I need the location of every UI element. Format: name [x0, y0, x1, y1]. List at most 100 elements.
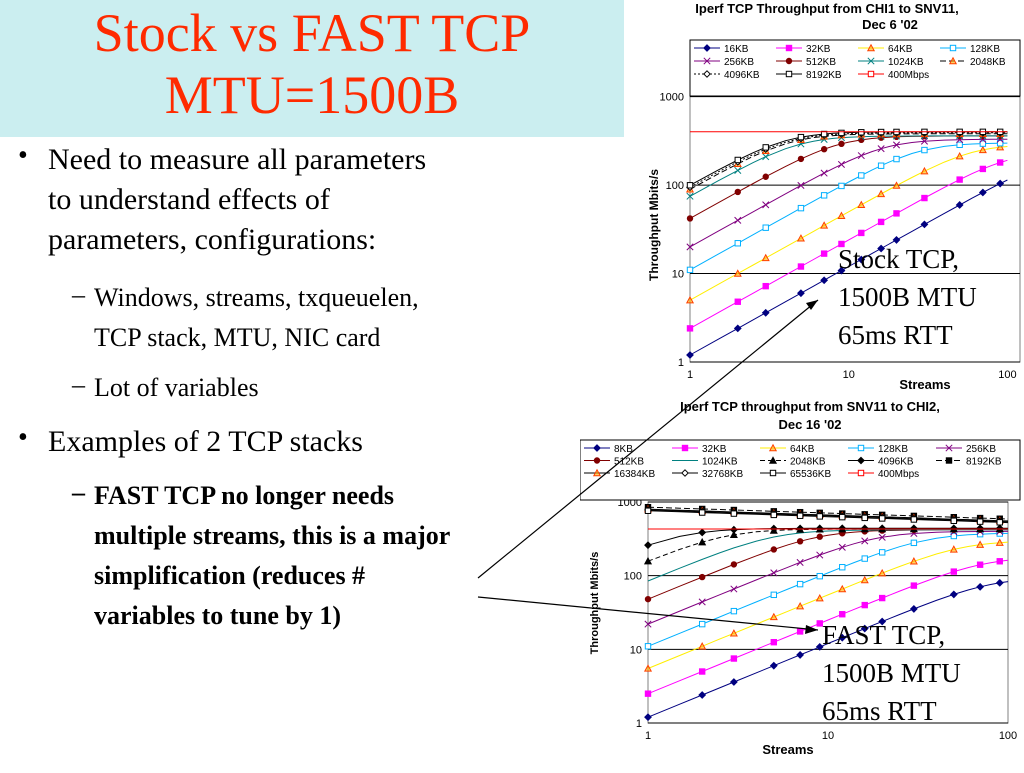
data-point — [837, 160, 846, 168]
annotation-fast-tcp: FAST TCP, 1500B MTU 65ms RTT — [822, 616, 961, 730]
data-point — [686, 325, 694, 332]
data-point — [860, 524, 869, 533]
data-point — [858, 172, 865, 179]
legend-marker — [945, 457, 953, 464]
series-line — [689, 142, 1008, 271]
data-point — [644, 541, 652, 550]
data-point — [644, 713, 652, 722]
series-64kb — [643, 538, 1009, 672]
data-point — [762, 173, 769, 180]
annotation-2-line-2: 1500B MTU — [822, 658, 961, 688]
series-group — [643, 503, 1009, 722]
title-banner — [0, 0, 624, 137]
data-point — [878, 515, 886, 522]
annotation-1-line-1: Stock TCP, — [838, 244, 960, 274]
data-point — [686, 215, 694, 222]
data-point — [686, 266, 694, 274]
data-point — [860, 575, 869, 584]
legend-marker — [857, 456, 865, 465]
data-point — [730, 607, 738, 615]
data-point — [796, 651, 805, 659]
chart-1-xlabel: Streams — [899, 377, 950, 392]
data-point — [816, 572, 823, 580]
legend-marker — [866, 43, 876, 52]
data-point — [838, 584, 847, 593]
data-point — [976, 561, 984, 568]
legend-label: 32KB — [806, 44, 831, 55]
legend-marker — [867, 70, 875, 78]
data-point — [920, 137, 928, 145]
data-point — [770, 638, 778, 646]
series-line — [689, 146, 1008, 301]
legend-marker — [768, 456, 778, 464]
data-point — [910, 516, 918, 523]
legend-label: 512KB — [806, 57, 836, 68]
arrowhead-icon — [805, 625, 818, 634]
bullet-2-line: Examples of 2 TCP stacks — [48, 425, 363, 458]
legend-box — [689, 39, 1021, 97]
series-32kb — [686, 159, 1008, 332]
data-point — [838, 524, 847, 533]
data-point — [733, 324, 742, 333]
data-point — [893, 155, 900, 163]
sub-2-line: Lot of variables — [94, 373, 259, 402]
data-point — [878, 594, 886, 602]
chart-stock-tcp: Iperf TCP Throughput from CHI1 to SNV11,… — [630, 0, 1024, 398]
y-tick-label: 1 — [636, 718, 642, 730]
legend-marker — [593, 444, 601, 452]
legend-marker — [769, 469, 777, 477]
series-line — [647, 529, 1008, 582]
sub-1-line-2: TCP stack, MTU, NIC card — [94, 323, 381, 352]
data-point — [796, 601, 805, 610]
dash-icon: – — [72, 370, 85, 399]
arrowhead-icon — [806, 300, 818, 310]
series-1024kb — [647, 529, 1008, 582]
data-point — [734, 298, 741, 305]
sub-3-line-4: variables to tune by 1) — [94, 601, 341, 630]
chart-2-title-line-2: Dec 16 '02 — [778, 417, 841, 432]
legend-label: 128KB — [878, 444, 908, 455]
legend-marker — [948, 56, 958, 65]
data-point — [996, 140, 1004, 147]
data-point — [838, 129, 845, 137]
sub-1-line-1: Windows, streams, txqueuelen, — [94, 283, 419, 312]
series-line — [689, 138, 1008, 248]
data-point — [796, 538, 804, 545]
y-tick-label: 1000 — [660, 92, 684, 104]
y-tick-label: 100 — [624, 571, 642, 583]
data-point — [995, 578, 1004, 587]
slide-title: Stock vs FAST TCP MTU=1500B — [0, 2, 624, 126]
data-point — [909, 557, 918, 565]
series-256kb — [686, 135, 1008, 251]
legend-label: 400Mbps — [888, 70, 929, 81]
legend-label: 4096KB — [724, 70, 760, 81]
data-point — [730, 561, 738, 568]
legend-marker — [593, 457, 601, 464]
bullet-1-line-1: Need to measure all parameters — [48, 143, 427, 176]
data-point — [956, 141, 963, 149]
data-point — [839, 564, 846, 571]
series-64kb — [685, 142, 1008, 304]
data-point — [770, 546, 778, 553]
data-point — [995, 538, 1004, 546]
data-point — [796, 524, 805, 533]
data-point — [877, 189, 886, 198]
series-128kb — [686, 140, 1008, 274]
chart-2-svg: Iperf TCP throughput from SNV11 to CHI2,… — [579, 399, 1021, 757]
data-point — [950, 517, 958, 524]
data-point — [643, 556, 653, 565]
data-point — [837, 211, 846, 220]
data-point — [877, 244, 886, 253]
legend-marker — [949, 44, 957, 52]
data-point — [979, 165, 987, 173]
series-line — [647, 581, 1009, 718]
series-65536kb — [644, 507, 1009, 526]
data-point — [878, 524, 887, 533]
data-point — [815, 642, 824, 651]
series-line — [647, 510, 1009, 524]
data-point — [878, 533, 886, 541]
legend-marker — [768, 443, 778, 452]
